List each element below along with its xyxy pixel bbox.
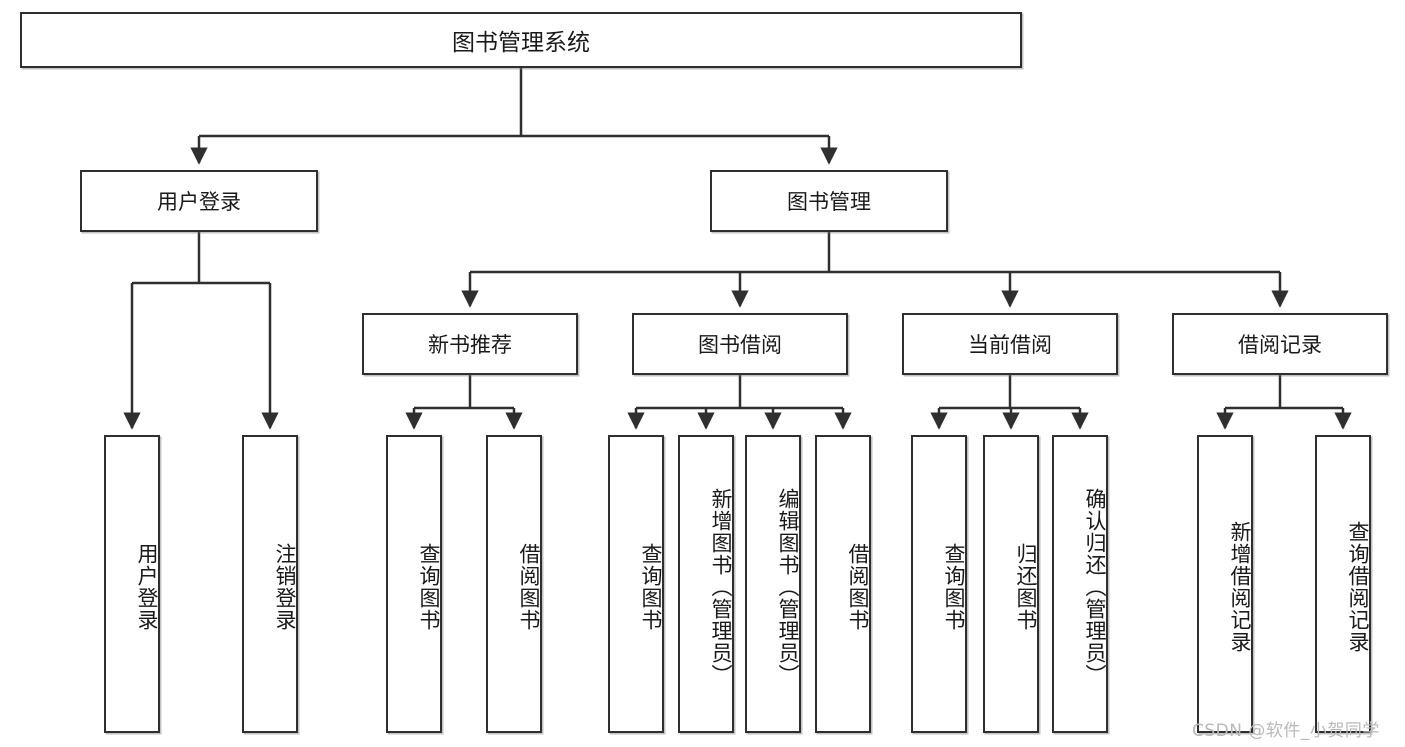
node-book-management[interactable]: 图书管理	[710, 170, 948, 232]
node-label: 确认归还（管理员）	[1083, 488, 1107, 686]
node-label: 查询图书	[417, 543, 441, 631]
node-label: 用户登录	[157, 190, 241, 214]
leaf-borrow-books-recommend[interactable]: 借阅图书	[486, 435, 542, 733]
node-label: 用户登录	[135, 543, 159, 631]
leaf-query-books-recommend[interactable]: 查询图书	[386, 435, 442, 733]
node-user-login[interactable]: 用户登录	[80, 170, 318, 232]
node-root-system[interactable]: 图书管理系统	[20, 12, 1022, 68]
node-label: 借阅记录	[1238, 333, 1322, 357]
node-label: 图书管理	[787, 190, 871, 214]
node-label: 借阅图书	[517, 543, 541, 631]
node-label: 查询图书	[639, 543, 663, 631]
node-new-book-recommend[interactable]: 新书推荐	[362, 313, 578, 375]
node-label: 当前借阅	[968, 333, 1052, 357]
node-current-borrow[interactable]: 当前借阅	[902, 313, 1118, 375]
leaf-user-login[interactable]: 用户登录	[104, 435, 160, 733]
node-label: 查询借阅记录	[1346, 521, 1370, 653]
node-label: 图书管理系统	[452, 30, 590, 56]
node-label: 新增图书（管理员）	[709, 488, 733, 686]
node-label: 注销登录	[273, 543, 297, 631]
watermark: CSDN @软件_小贺同学	[1192, 721, 1380, 741]
leaf-borrow-books[interactable]: 借阅图书	[815, 435, 871, 733]
node-label: 查询图书	[942, 543, 966, 631]
leaf-query-borrow-record[interactable]: 查询借阅记录	[1315, 435, 1371, 733]
node-label: 新增借阅记录	[1228, 521, 1252, 653]
leaf-return-books[interactable]: 归还图书	[983, 435, 1039, 733]
leaf-query-books-current[interactable]: 查询图书	[911, 435, 967, 733]
node-book-borrow[interactable]: 图书借阅	[632, 313, 848, 375]
node-label: 归还图书	[1014, 543, 1038, 631]
leaf-confirm-return-admin[interactable]: 确认归还（管理员）	[1052, 435, 1108, 733]
node-borrow-records[interactable]: 借阅记录	[1172, 313, 1388, 375]
leaf-add-book-admin[interactable]: 新增图书（管理员）	[678, 435, 734, 733]
leaf-add-borrow-record[interactable]: 新增借阅记录	[1197, 435, 1253, 733]
node-label: 新书推荐	[428, 333, 512, 357]
leaf-edit-book-admin[interactable]: 编辑图书（管理员）	[745, 435, 801, 733]
leaf-query-books-borrow[interactable]: 查询图书	[608, 435, 664, 733]
leaf-logout-login[interactable]: 注销登录	[242, 435, 298, 733]
node-label: 编辑图书（管理员）	[776, 488, 800, 686]
node-label: 图书借阅	[698, 333, 782, 357]
node-label: 借阅图书	[846, 543, 870, 631]
